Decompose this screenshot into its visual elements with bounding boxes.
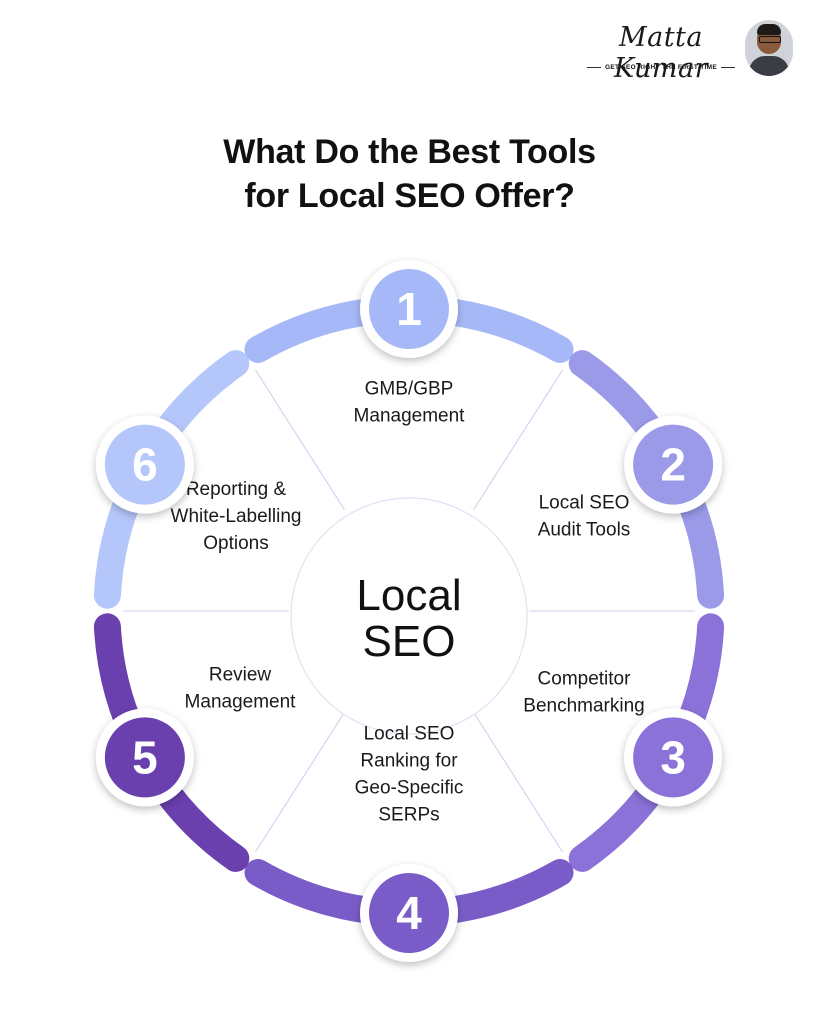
segment-label-line: Management bbox=[185, 692, 297, 713]
number-badge-5: 5 bbox=[95, 708, 194, 807]
page-title: What Do the Best Tools for Local SEO Off… bbox=[0, 130, 819, 218]
divider-line bbox=[254, 711, 346, 853]
badge-number: 4 bbox=[396, 887, 422, 939]
segment-label-line: Benchmarking bbox=[523, 696, 644, 717]
brand-tagline: GET SEO RIGHT THE FIRST TIME bbox=[576, 64, 746, 71]
segment-label-line: Geo-Specific bbox=[355, 778, 464, 799]
center-label-line-2: SEO bbox=[363, 617, 456, 666]
number-badges: 1 2 3 4 5 6 bbox=[95, 260, 723, 962]
divider-lines bbox=[123, 369, 695, 853]
segment-label-line: White-Labelling bbox=[171, 506, 302, 527]
segment-label-1: GMB/GBP Management bbox=[354, 379, 466, 427]
segment-label-line: Management bbox=[354, 406, 466, 427]
segment-label-line: Ranking for bbox=[360, 751, 458, 772]
segment-label-line: Competitor bbox=[538, 669, 632, 690]
divider-line bbox=[472, 711, 564, 853]
segment-label-line: Local SEO bbox=[539, 493, 630, 514]
number-badge-3: 3 bbox=[624, 708, 723, 807]
segment-label-line: Review bbox=[209, 665, 272, 686]
badge-number: 6 bbox=[132, 439, 158, 491]
divider-line bbox=[472, 369, 564, 511]
number-badge-1: 1 bbox=[360, 260, 458, 358]
page-title-line-1: What Do the Best Tools bbox=[223, 133, 596, 171]
segment-label-line: Audit Tools bbox=[538, 520, 631, 541]
avatar bbox=[745, 20, 793, 76]
badge-number: 3 bbox=[660, 731, 686, 783]
number-badge-4: 4 bbox=[360, 864, 458, 962]
badge-number: 2 bbox=[660, 439, 686, 491]
segment-label-line: Options bbox=[203, 533, 268, 554]
center-label-line-1: Local bbox=[356, 571, 461, 620]
badge-number: 1 bbox=[396, 283, 422, 335]
brand-logo: Matta Kumar GET SEO RIGHT THE FIRST TIME bbox=[576, 20, 806, 84]
segment-label-line: Local SEO bbox=[364, 724, 455, 745]
number-badge-2: 2 bbox=[624, 415, 723, 514]
divider-line bbox=[254, 369, 346, 511]
number-badge-6: 6 bbox=[95, 415, 194, 514]
center-circle bbox=[290, 497, 528, 735]
segment-label-2: Local SEO Audit Tools bbox=[538, 493, 631, 541]
segment-label-line: Reporting & bbox=[186, 479, 287, 500]
segment-label-line: SERPs bbox=[378, 805, 439, 826]
segment-label-line: GMB/GBP bbox=[365, 379, 454, 400]
badge-number: 5 bbox=[132, 731, 158, 783]
page-title-line-2: for Local SEO Offer? bbox=[244, 177, 575, 215]
